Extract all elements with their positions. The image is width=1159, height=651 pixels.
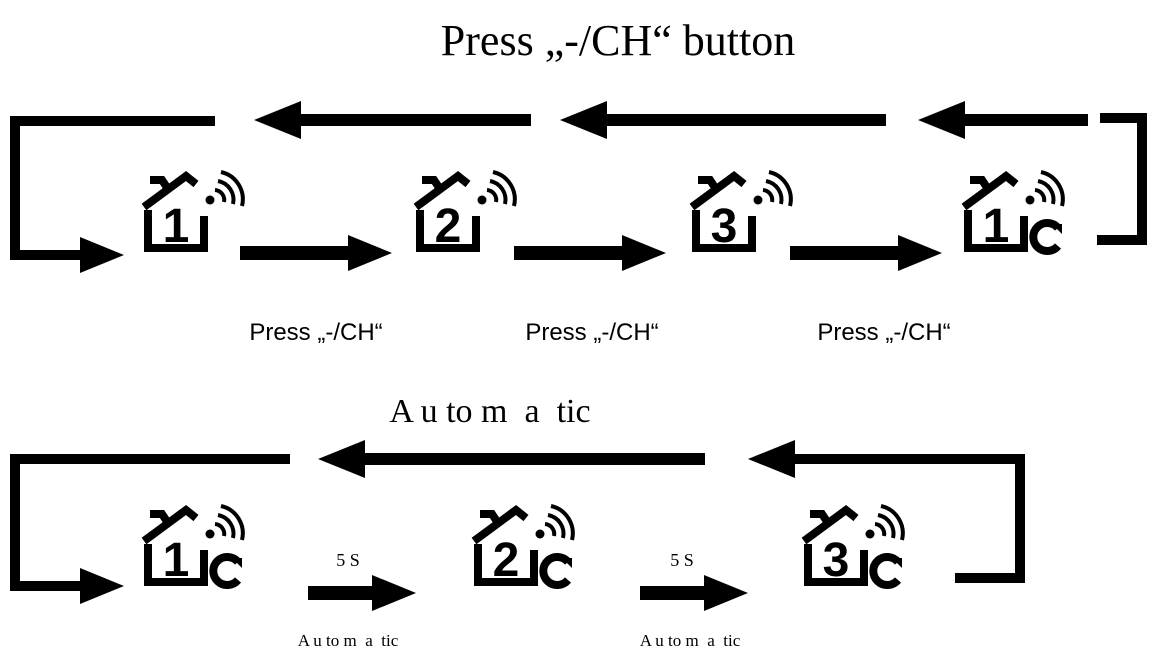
bottom-auto-label-2: A u to m a tic xyxy=(640,631,741,650)
bottom-return-arrow-2 xyxy=(318,440,705,478)
top-step-arrow-1 xyxy=(240,235,392,271)
cycle-icon xyxy=(213,557,242,585)
cycle-icon xyxy=(873,557,902,585)
top-step-arrow-3 xyxy=(790,235,942,271)
bottom-icon-3-digit: 3 xyxy=(823,534,850,587)
top-icon-4-digit: 1 xyxy=(983,200,1010,253)
top-step-arrow-2 xyxy=(514,235,666,271)
top-icon-2: 2 xyxy=(416,172,515,253)
top-return-arrow-3 xyxy=(254,101,531,139)
top-icon-3: 3 xyxy=(692,172,791,253)
bottom-icon-2: 2 xyxy=(474,506,573,587)
bottom-icon-1: 1 xyxy=(144,506,243,587)
bottom-icon-2-digit: 2 xyxy=(493,534,520,587)
bottom-return-loop xyxy=(10,440,1025,604)
bottom-icon-3: 3 xyxy=(804,506,903,587)
bottom-interval-label-1: 5 S xyxy=(336,550,360,570)
cycle-icon xyxy=(543,557,572,585)
top-icon-4: 1 xyxy=(964,172,1063,253)
top-return-loop xyxy=(10,101,1147,273)
top-step-label-2: Press „-/CH“ xyxy=(525,319,658,346)
bottom-icon-1-digit: 1 xyxy=(163,534,190,587)
bottom-step-arrow-1 xyxy=(308,575,416,611)
cycle-icon xyxy=(1033,223,1062,251)
top-icon-1: 1 xyxy=(144,172,243,253)
top-icon-2-digit: 2 xyxy=(435,200,462,253)
bottom-title: A u to m a tic xyxy=(389,393,590,430)
top-step-label-1: Press „-/CH“ xyxy=(249,319,382,346)
top-return-arrow-1 xyxy=(918,101,1088,139)
top-icon-1-digit: 1 xyxy=(163,200,190,253)
top-icon-3-digit: 3 xyxy=(711,200,738,253)
top-title: Press „-/CH“ button xyxy=(441,16,795,65)
bottom-interval-label-2: 5 S xyxy=(670,550,694,570)
bottom-step-arrow-2 xyxy=(640,575,748,611)
top-return-arrow-2 xyxy=(560,101,886,139)
top-step-label-3: Press „-/CH“ xyxy=(817,319,950,346)
bottom-auto-label-1: A u to m a tic xyxy=(298,631,399,650)
